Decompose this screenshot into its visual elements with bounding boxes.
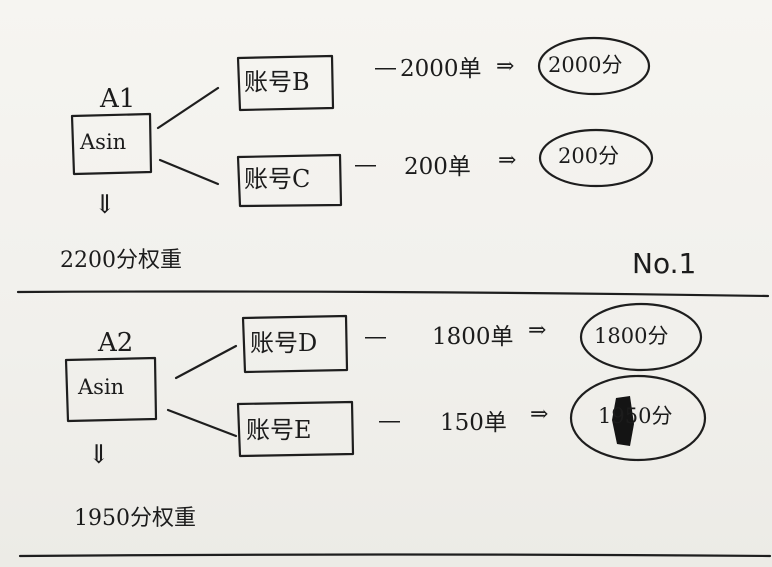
account-label-c: 账号C (244, 165, 311, 193)
account-label-d: 账号D (250, 329, 318, 357)
arrow-c: ⇒ (498, 148, 517, 173)
down-arrow-2: ⇓ (88, 440, 110, 470)
account-box-c (236, 153, 343, 208)
branch-line-b (156, 86, 220, 130)
orders-c: 200单 (404, 154, 471, 180)
orders-e: 150单 (440, 410, 507, 436)
dash-b: — (374, 55, 397, 81)
dash-c: — (354, 152, 377, 178)
orders-b: 2000单 (400, 56, 482, 82)
account-label-e: 账号E (246, 416, 312, 444)
arrow-d: ⇒ (528, 318, 547, 343)
dash-e: — (378, 408, 401, 434)
ink-blot (612, 396, 634, 446)
score-e: 1950分 (598, 404, 673, 428)
asin-label-1: Asin (80, 130, 127, 154)
asin-id-2: A2 (98, 328, 134, 358)
bottom-line (18, 553, 772, 558)
branch-line-e (166, 408, 238, 438)
arrow-e: ⇒ (530, 402, 549, 427)
score-d: 1800分 (594, 324, 669, 348)
asin-box-2 (64, 356, 158, 423)
dash-d: — (364, 324, 387, 350)
branch-line-c (158, 158, 220, 186)
score-ellipse-e (569, 374, 707, 462)
account-box-b (236, 54, 335, 112)
account-box-e (236, 400, 355, 458)
asin-id-1: A1 (100, 84, 136, 114)
total-weight-1: 2200分权重 (60, 248, 182, 273)
down-arrow-1: ⇓ (94, 190, 116, 220)
score-ellipse-b (537, 36, 651, 96)
score-b: 2000分 (548, 53, 623, 77)
account-box-d (241, 314, 349, 374)
account-label-b: 账号B (244, 68, 310, 96)
score-c: 200分 (558, 144, 620, 168)
orders-d: 1800单 (432, 324, 514, 350)
number-label: No.1 (632, 247, 697, 280)
branch-line-d (174, 344, 238, 380)
asin-label-2: Asin (78, 375, 125, 399)
score-ellipse-d (579, 302, 703, 372)
total-weight-2: 1950分权重 (74, 506, 196, 531)
arrow-b: ⇒ (496, 54, 515, 79)
score-ellipse-c (538, 128, 654, 188)
asin-box-1 (70, 112, 153, 176)
section-divider (16, 290, 770, 298)
